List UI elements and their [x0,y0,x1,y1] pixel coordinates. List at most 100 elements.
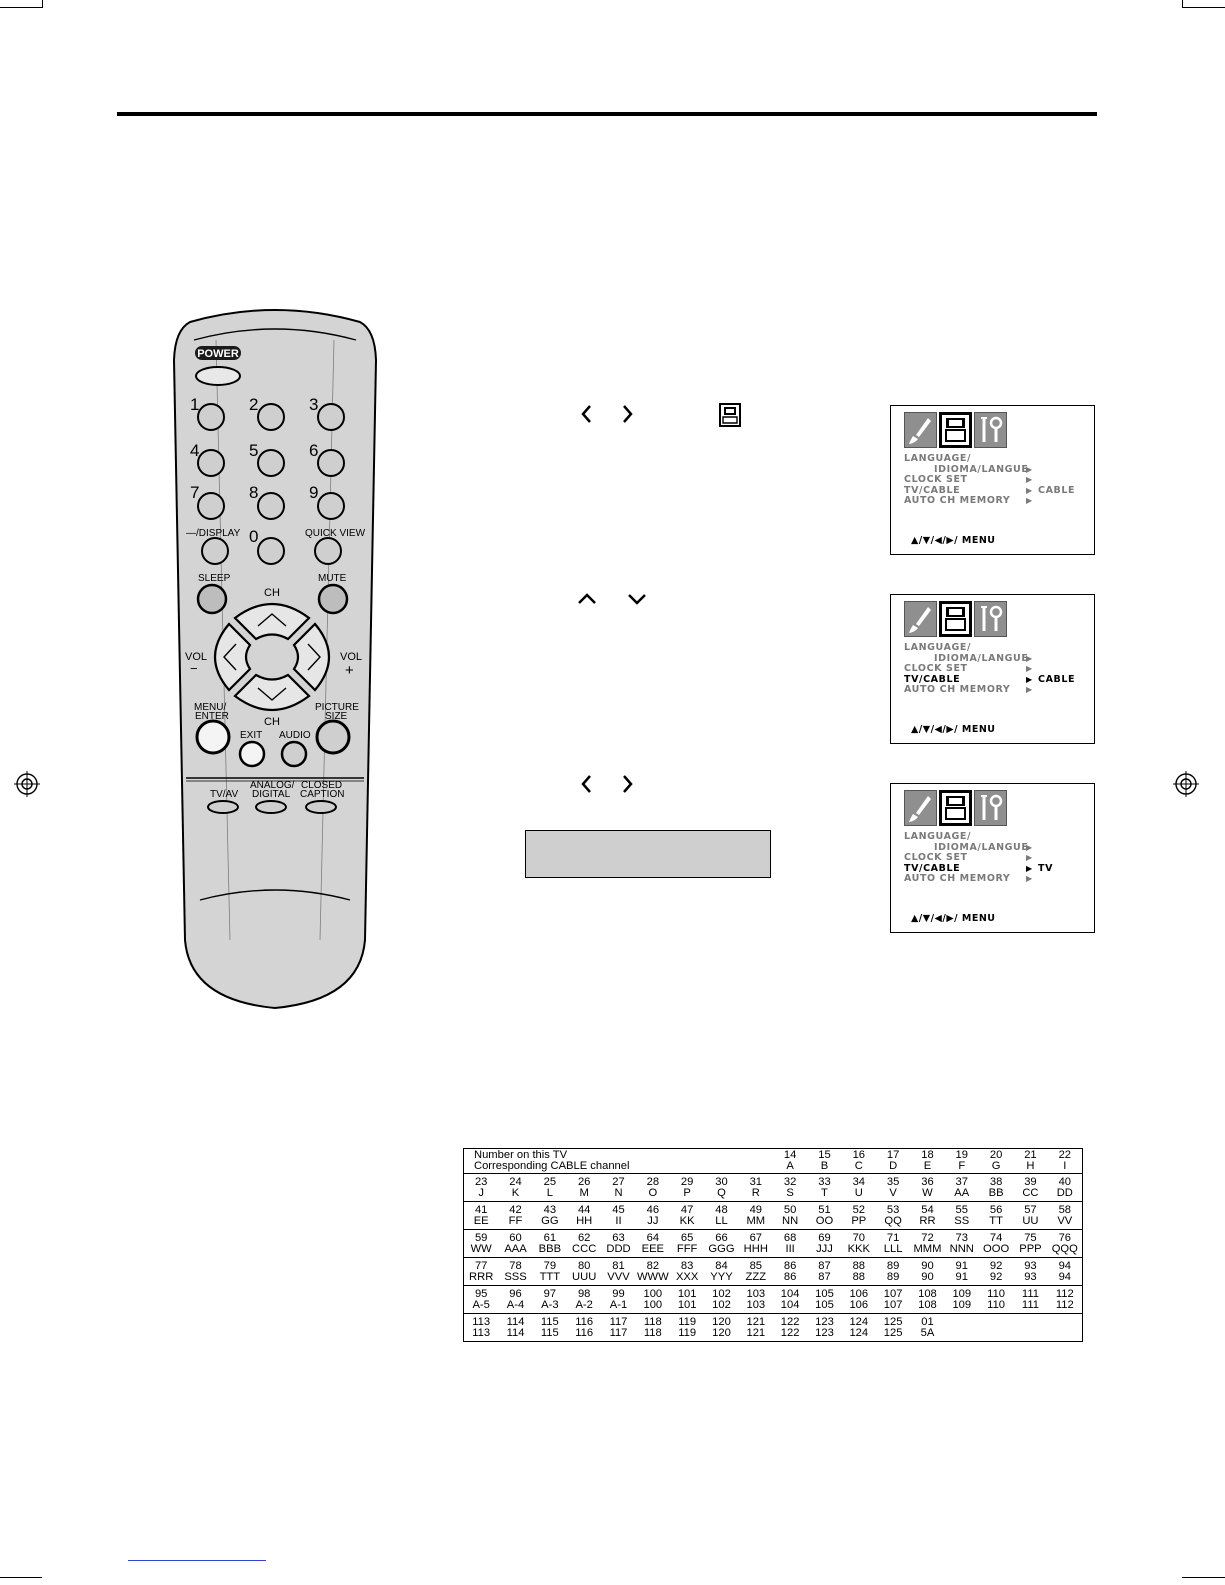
tv-number: 104 [780,1288,800,1300]
digit-0-key[interactable]: 0 [249,527,285,565]
digit-9-key[interactable]: 9 [309,483,345,520]
cable-channel: 101 [677,1298,697,1311]
cable-channel: OOO [983,1242,1010,1255]
tv-number: 15 [818,1149,831,1161]
tv-number: 85 [749,1260,763,1272]
cable-channel: 5A [920,1326,935,1339]
digit-2-key[interactable]: 2 [249,395,285,431]
tv-number: 14 [783,1149,797,1161]
tv-number: 41 [474,1204,488,1216]
cable-channel: III [785,1242,795,1255]
svg-text:4: 4 [190,441,199,460]
size-label: SIZE [325,711,348,722]
digit-1-key[interactable]: 1 [190,395,225,431]
vol-down-key[interactable] [214,622,252,692]
display-key[interactable] [201,537,229,565]
osd-row-tv-cable: TV/CABLE▶CABLE [904,673,1076,685]
tv-number: 83 [680,1260,694,1272]
quick-view-key[interactable] [314,537,342,565]
digit-3-key[interactable]: 3 [309,395,345,431]
tv-number: 37 [955,1176,968,1188]
svg-text:8: 8 [249,483,258,502]
cable-channel: YYY [710,1270,733,1283]
tv-number: 27 [612,1176,625,1188]
tv-number: 21 [1024,1149,1037,1161]
tv-number: 56 [989,1204,1003,1216]
cable-channel: MMM [913,1242,942,1255]
sleep-key[interactable] [196,583,228,615]
menu-enter-key[interactable] [195,719,231,755]
digit-8-key[interactable]: 8 [249,483,285,520]
cable-channel: 90 [921,1270,934,1283]
cable-channel: CC [1022,1186,1039,1199]
tv-number: 121 [746,1316,766,1328]
vol-up-key[interactable] [292,622,330,692]
tv-number: 89 [886,1260,900,1272]
tv-number: 116 [575,1316,594,1328]
tvav-key[interactable] [207,800,239,814]
tv-number: 44 [577,1204,591,1216]
exit-label: EXIT [240,730,262,741]
tv-number: 114 [506,1316,525,1328]
tv-number: 34 [852,1176,866,1188]
mute-key[interactable] [317,583,349,615]
digit-4-key[interactable]: 4 [190,441,225,477]
svg-text:1: 1 [190,395,199,414]
audio-key[interactable] [280,740,308,768]
closed-caption-key[interactable] [305,800,337,814]
step3-nav-hint [578,772,638,796]
dpad[interactable] [214,602,330,712]
tv-number: 80 [577,1260,591,1272]
cable-channel: C [854,1159,863,1172]
cable-channel: II [615,1214,622,1227]
digit-6-key[interactable]: 6 [309,441,345,477]
left-right-arrows-icon [581,405,633,423]
cable-channel: O [648,1186,658,1199]
tv-number: 101 [677,1288,697,1300]
exit-key[interactable] [238,740,266,768]
power-button[interactable] [195,366,241,386]
cable-channel [945,1328,979,1339]
tv-number: 36 [921,1176,934,1188]
left-right-arrows-icon [581,775,633,793]
cable-channel: WW [470,1242,492,1255]
cable-channel: 86 [783,1270,797,1283]
analog-digital-key[interactable] [255,800,287,814]
osd-row-auto-ch: AUTO CH MEMORY▶ [904,495,1033,507]
tv-number: 29 [680,1176,694,1188]
cable-channel: 119 [678,1326,697,1339]
digit-5-key[interactable]: 5 [249,441,285,477]
remote-control-illustration: POWER 1 2 3 4 5 6 7 8 9 —/DISPLAY 0 QUIC… [172,309,378,1010]
tv-number [1048,1317,1082,1328]
digit-7-key[interactable]: 7 [190,483,225,520]
ch-up-key[interactable] [233,602,311,641]
tv-number: 88 [852,1260,866,1272]
tv-number: 120 [712,1316,731,1328]
ch-down-key[interactable] [233,673,311,712]
picture-size-key[interactable] [315,719,351,755]
osd-menu: LANGUAGE/ IDIOMA/LANGUE▶ CLOCK SET▶ TV/C… [904,453,1089,507]
